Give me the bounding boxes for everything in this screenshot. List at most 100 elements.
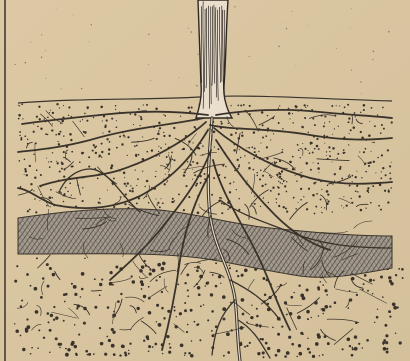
soil-speck bbox=[93, 117, 94, 118]
soil-speck bbox=[248, 162, 250, 164]
soil-speck bbox=[308, 132, 309, 133]
soil-speck bbox=[157, 263, 161, 267]
soil-speck bbox=[188, 352, 191, 355]
soil-speck bbox=[124, 352, 127, 355]
soil-speck bbox=[215, 285, 218, 288]
soil-speck bbox=[184, 352, 186, 354]
soil-speck bbox=[84, 113, 86, 115]
soil-speck bbox=[46, 285, 49, 288]
soil-speck bbox=[83, 322, 86, 325]
soil-speck bbox=[107, 306, 110, 309]
soil-speck bbox=[59, 343, 62, 346]
soil-speck bbox=[381, 124, 383, 126]
soil-speck bbox=[142, 171, 143, 172]
soil-speck bbox=[159, 128, 161, 130]
paper-speck bbox=[148, 34, 149, 35]
paper-speck bbox=[372, 59, 373, 60]
soil-speck bbox=[237, 168, 239, 170]
soil-speck bbox=[84, 131, 87, 134]
soil-speck bbox=[268, 202, 270, 204]
soil-speck bbox=[21, 103, 23, 105]
soil-speck bbox=[143, 295, 146, 298]
soil-speck bbox=[168, 152, 169, 153]
soil-speck bbox=[292, 156, 294, 158]
soil-speck bbox=[141, 283, 144, 286]
soil-speck bbox=[174, 310, 176, 312]
soil-speck bbox=[336, 158, 338, 160]
soil-speck bbox=[336, 105, 337, 106]
soil-speck bbox=[26, 174, 28, 176]
soil-speck bbox=[108, 153, 110, 155]
soil-speck bbox=[309, 351, 312, 354]
soil-speck bbox=[158, 122, 160, 124]
soil-speck bbox=[211, 330, 213, 332]
soil-speck bbox=[377, 309, 378, 310]
soil-speck bbox=[339, 168, 341, 170]
soil-speck bbox=[131, 190, 133, 192]
soil-speck bbox=[313, 162, 314, 163]
soil-speck bbox=[30, 183, 32, 185]
soil-speck bbox=[365, 171, 367, 173]
paper-speck bbox=[350, 27, 351, 28]
soil-speck bbox=[171, 201, 173, 203]
soil-speck bbox=[292, 113, 293, 114]
soil-speck bbox=[254, 196, 255, 197]
soil-speck bbox=[63, 175, 65, 177]
soil-speck bbox=[128, 350, 129, 351]
soil-speck bbox=[158, 146, 159, 147]
soil-speck bbox=[180, 116, 181, 117]
soil-speck bbox=[85, 350, 88, 353]
soil-speck bbox=[173, 127, 175, 129]
soil-speck bbox=[307, 105, 308, 106]
soil-speck bbox=[297, 144, 299, 146]
soil-speck bbox=[101, 151, 103, 153]
soil-speck bbox=[75, 353, 77, 355]
soil-speck bbox=[260, 170, 262, 172]
paper-speck bbox=[41, 34, 42, 35]
soil-speck bbox=[322, 308, 326, 312]
soil-speck bbox=[383, 347, 387, 351]
soil-speck bbox=[374, 125, 376, 127]
soil-speck bbox=[166, 182, 167, 183]
soil-speck bbox=[253, 169, 255, 171]
soil-speck bbox=[310, 317, 311, 318]
soil-speck bbox=[372, 142, 373, 143]
soil-speck bbox=[53, 306, 55, 308]
soil-speck bbox=[192, 179, 193, 180]
soil-speck bbox=[277, 349, 281, 353]
soil-speck bbox=[190, 354, 194, 358]
soil-speck bbox=[179, 312, 182, 315]
soil-speck bbox=[326, 190, 329, 193]
soil-speck bbox=[43, 337, 45, 339]
soil-speck bbox=[265, 135, 267, 137]
soil-speck bbox=[317, 335, 321, 339]
soil-speck bbox=[161, 291, 163, 293]
soil-speck bbox=[324, 116, 326, 118]
soil-speck bbox=[162, 262, 166, 266]
soil-speck bbox=[107, 190, 108, 191]
soil-speck bbox=[239, 149, 240, 150]
soil-speck bbox=[321, 189, 322, 190]
soil-speck bbox=[21, 299, 23, 301]
paper-speck bbox=[56, 8, 57, 9]
soil-speck bbox=[276, 198, 278, 200]
soil-speck bbox=[312, 194, 315, 197]
soil-speck bbox=[52, 273, 55, 276]
soil-speck bbox=[58, 191, 60, 193]
soil-speck bbox=[293, 197, 295, 199]
soil-speck bbox=[105, 125, 107, 127]
soil-speck bbox=[168, 351, 171, 354]
soil-speck bbox=[147, 338, 150, 341]
soil-speck bbox=[351, 354, 354, 357]
soil-speck bbox=[81, 152, 84, 155]
soil-speck bbox=[392, 302, 396, 306]
soil-speck bbox=[194, 126, 196, 128]
soil-speck bbox=[217, 148, 219, 150]
soil-speck bbox=[347, 104, 349, 106]
soil-speck bbox=[324, 143, 325, 144]
soil-speck bbox=[123, 135, 125, 137]
soil-speck bbox=[53, 319, 55, 321]
soil-speck bbox=[61, 168, 63, 170]
soil-speck bbox=[24, 168, 26, 170]
